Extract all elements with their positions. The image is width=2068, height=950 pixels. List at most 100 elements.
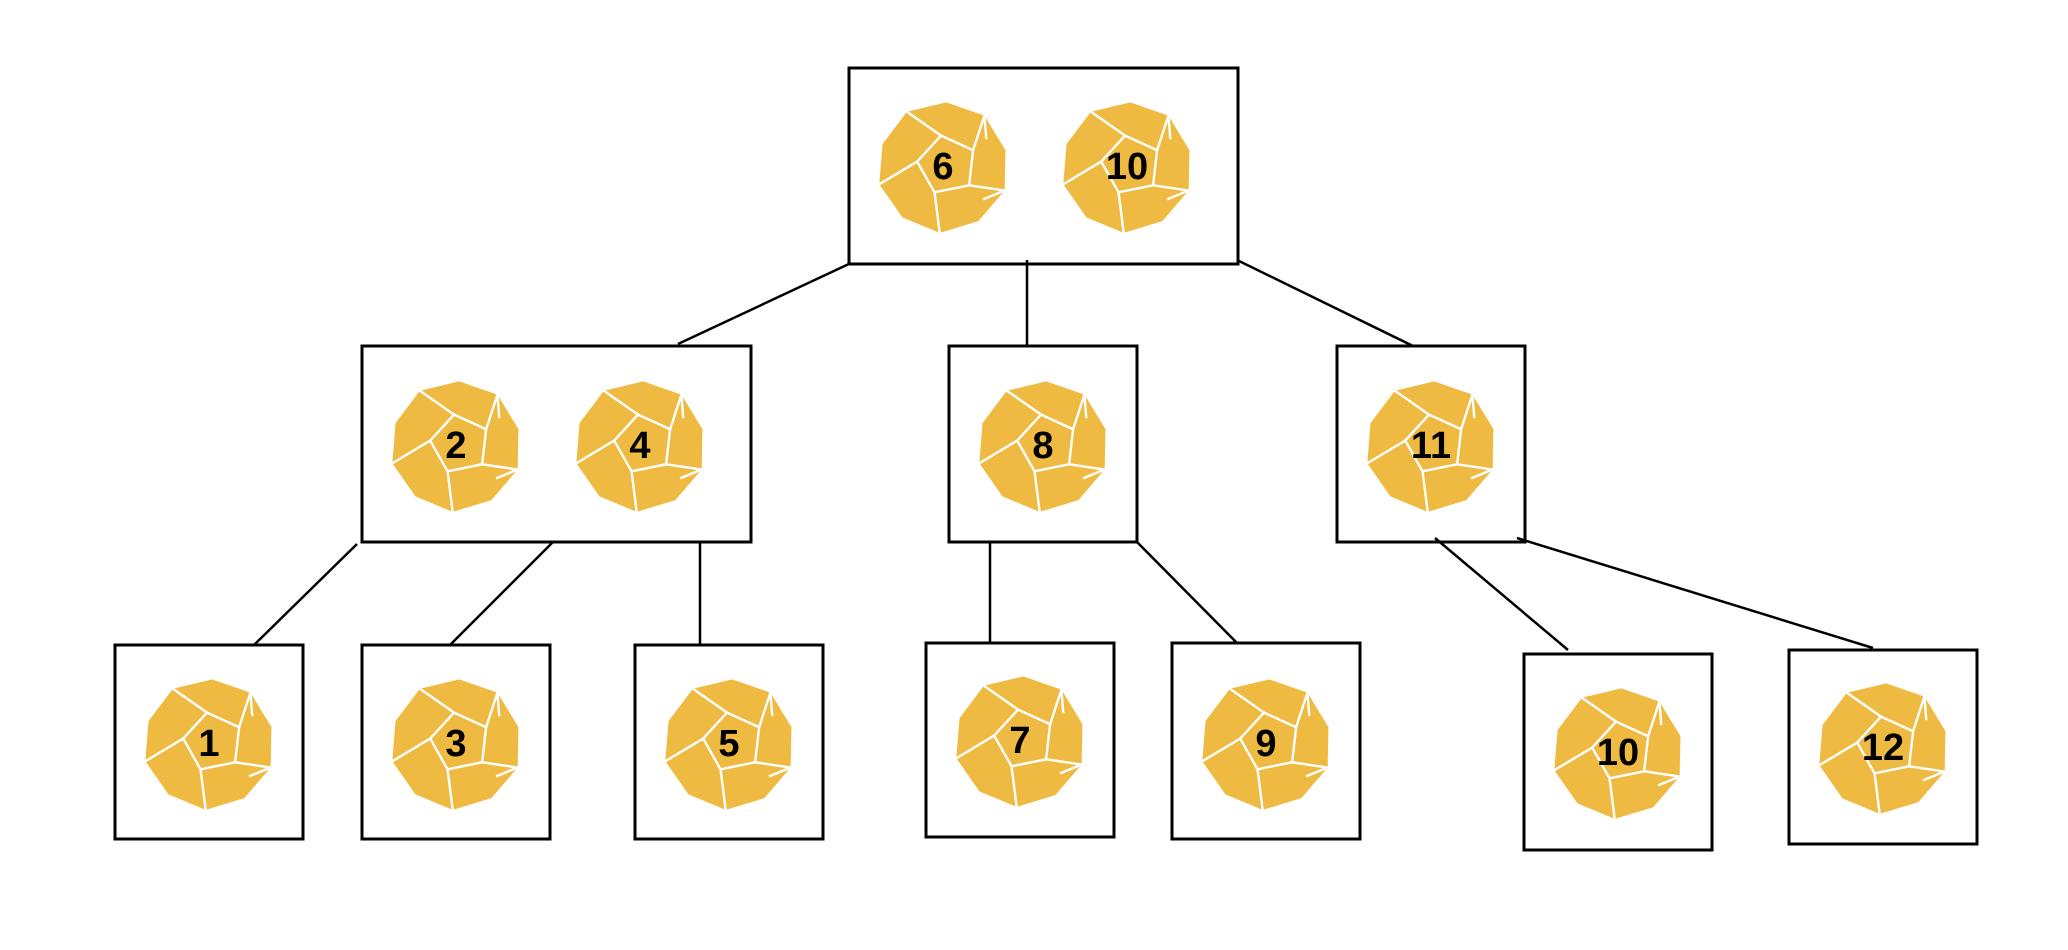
die-edge [1082, 468, 1106, 480]
die-icon: 10 [1062, 102, 1190, 234]
die-edge [1421, 471, 1429, 513]
die-number: 10 [1106, 146, 1148, 188]
die-edge [757, 692, 772, 728]
leaf-box-9 [1170, 641, 1362, 841]
die-edge [1459, 394, 1474, 430]
die-number: 11 [1411, 425, 1451, 467]
die-edge [982, 189, 1006, 201]
leaf-box-5 [633, 643, 825, 841]
die-edge [1456, 463, 1493, 471]
die-edge [692, 687, 728, 714]
die-icon: 9 [1201, 679, 1329, 811]
die-body [392, 381, 519, 512]
die-edge [680, 394, 685, 419]
die-edge [1062, 160, 1102, 186]
die-edge [878, 160, 918, 186]
die-edge [1090, 110, 1126, 137]
die-edge [1166, 189, 1190, 201]
die-number: 6 [932, 146, 953, 188]
die-edge [496, 692, 501, 717]
die-number: 4 [629, 425, 650, 467]
die-icon: 11 [1366, 381, 1494, 513]
die-edge [237, 692, 252, 728]
die-front-face [1403, 413, 1463, 473]
die-front-face [1238, 711, 1298, 771]
die-edge [983, 684, 1019, 711]
die-body [145, 679, 272, 810]
die-edge [668, 394, 683, 430]
die-edge [495, 766, 519, 778]
die-edge [1033, 471, 1041, 513]
die-edge [1646, 701, 1661, 737]
edge-root-to-node-11 [1238, 259, 1414, 348]
die-front-face [701, 711, 761, 771]
die-edge [1305, 766, 1329, 778]
die-body [1367, 381, 1494, 512]
die-edge [754, 761, 791, 769]
die-edge [1117, 192, 1125, 234]
die-front-face [181, 711, 241, 771]
die-front-face [992, 708, 1052, 768]
die-body [1819, 683, 1946, 814]
die-body [576, 381, 703, 512]
die-edge [1873, 773, 1881, 815]
die-number: 9 [1255, 723, 1276, 765]
die-edge [983, 115, 988, 140]
die-edge [971, 115, 986, 151]
die-front-face [1099, 134, 1159, 194]
die-body [665, 679, 792, 810]
die-body [979, 381, 1106, 512]
die-edge [1470, 468, 1494, 480]
die-edge [719, 769, 727, 811]
die-edge [769, 692, 774, 717]
die-edge [1553, 746, 1593, 772]
die-edge [955, 734, 995, 760]
die-edge [391, 439, 431, 465]
die-edge [1167, 115, 1172, 140]
leaf-box-1 [113, 643, 305, 841]
die-number: 3 [445, 723, 466, 765]
die-icon: 8 [978, 381, 1106, 513]
die-body [392, 679, 519, 810]
die-edge [199, 769, 207, 811]
die-edge [1068, 463, 1105, 471]
die-front-face [1015, 413, 1075, 473]
die-number: 10 [1597, 732, 1639, 774]
die-edge [481, 761, 518, 769]
die-icon: 1 [144, 679, 272, 811]
die-body [1554, 688, 1681, 819]
die-icon: 2 [391, 381, 519, 513]
die-number: 7 [1009, 720, 1030, 762]
die-front-face [1590, 720, 1650, 780]
die-edge [144, 737, 184, 763]
die-edge [249, 692, 254, 717]
die-edge [664, 737, 704, 763]
die-edge [1922, 770, 1946, 782]
die-front-face [1855, 715, 1915, 775]
die-edge [1256, 769, 1264, 811]
die-edge [1048, 689, 1063, 725]
node-boxes [113, 66, 1979, 852]
die-edge [1006, 389, 1042, 416]
die-edge [1201, 737, 1241, 763]
die-edge [1581, 696, 1617, 723]
die-edge [1657, 775, 1681, 787]
die-edge [1911, 696, 1926, 732]
die-edge [603, 389, 639, 416]
die-edge [446, 471, 454, 513]
leaf-box-10 [1522, 652, 1714, 852]
node-box-root [847, 66, 1240, 266]
die-edge [1059, 763, 1083, 775]
die-edge [484, 394, 499, 430]
die-edge [906, 110, 942, 137]
die-number: 5 [718, 723, 739, 765]
die-icon: 5 [664, 679, 792, 811]
die-edge [1818, 741, 1858, 767]
die-edge [679, 468, 703, 480]
die-edge [665, 463, 702, 471]
leaf-box-12 [1787, 648, 1979, 846]
edges [253, 259, 1874, 651]
edge-node-2-4-to-leaf-1 [253, 543, 358, 646]
die-body [879, 102, 1006, 233]
dice: 6 10 2 4 8 11 1 3 5 7 9 [144, 102, 1946, 820]
